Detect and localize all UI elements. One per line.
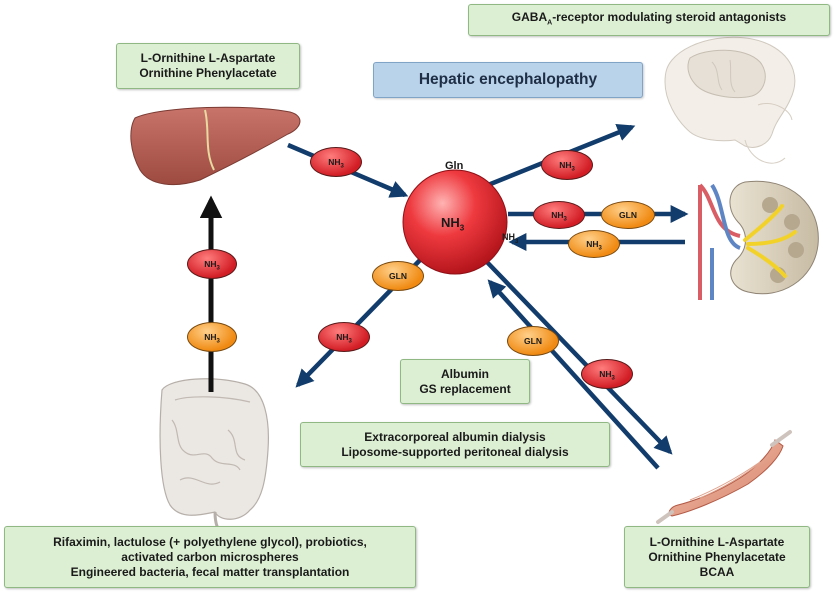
nh3-orange-pill-gut-liver: NH3 — [187, 322, 237, 352]
center-edge-nh3-label: NH3 — [502, 232, 518, 245]
intestine-icon — [159, 378, 269, 539]
nh3-orange-pill-kidney-in: NH3 — [568, 230, 620, 258]
dialysis-box: Extracorporeal albumin dialysis Liposome… — [300, 422, 610, 467]
liver-treatment-line1: L-Ornithine L-Aspartate — [140, 51, 276, 65]
center-nh3-label: NH3 — [441, 215, 464, 233]
nh3-pill-gut-liver: NH3 — [187, 249, 237, 279]
kidney-icon — [698, 180, 819, 300]
gut-treatment-line2: activated carbon microspheres — [121, 549, 299, 564]
nh3-pill-muscle-arrow: NH3 — [581, 359, 633, 389]
muscle-icon — [656, 430, 792, 524]
nh3-pill-gut-arrow: NH3 — [318, 322, 370, 352]
brain-treatment-text: GABAA-receptor modulating steroid antago… — [511, 9, 787, 27]
muscle-treatment-line3: BCAA — [699, 564, 735, 579]
liver-icon — [130, 106, 301, 186]
albumin-box: Albumin GS replacement — [400, 359, 530, 404]
gln-pill-kidney-out: GLN — [601, 201, 655, 229]
nh3-pill-liver-arrow: NH3 — [310, 147, 362, 177]
muscle-treatment-line1: L-Ornithine L-Aspartate — [649, 534, 785, 549]
muscle-treatment-line2: Ornithine Phenylacetate — [648, 549, 786, 564]
center-edge-nh3-text: NH — [502, 232, 515, 242]
nh3-pill-brain-arrow: NH3 — [541, 150, 593, 180]
arrow-muscle-to-center — [487, 279, 660, 470]
gut-treatment-box: Rifaximin, lactulose (+ polyethylene gly… — [4, 526, 416, 588]
muscle-treatment-box: L-Ornithine L-Aspartate Ornithine Phenyl… — [624, 526, 810, 588]
brain-head-icon — [664, 36, 796, 164]
brain-treatment-box: GABAA-receptor modulating steroid antago… — [468, 4, 830, 36]
center-edge-nh3-sub: 3 — [515, 238, 519, 245]
gln-pill-muscle-in: GLN — [507, 326, 559, 356]
central-ammonia-circle — [402, 169, 508, 275]
liver-treatment-box: L-Ornithine L-Aspartate Ornithine Phenyl… — [116, 43, 300, 89]
liver-treatment-line2: Ornithine Phenylacetate — [139, 66, 277, 80]
gut-treatment-line1: Rifaximin, lactulose (+ polyethylene gly… — [53, 534, 367, 549]
dialysis-line1: Extracorporeal albumin dialysis — [364, 429, 546, 444]
center-nh3-sub: 3 — [459, 223, 465, 233]
gut-treatment-line3: Engineered bacteria, fecal matter transp… — [70, 564, 350, 579]
center-nh3-text: NH — [441, 215, 460, 230]
albumin-line2: GS replacement — [419, 381, 511, 396]
albumin-line1: Albumin — [441, 366, 489, 381]
gln-pill-gut-arrow: GLN — [372, 261, 424, 291]
arrow-center-to-muscle — [483, 258, 673, 455]
gln-top-label: Gln — [445, 160, 464, 172]
title-box: Hepatic encephalopathy — [373, 62, 643, 98]
dialysis-line2: Liposome-supported peritoneal dialysis — [341, 444, 569, 459]
nh3-pill-kidney-out: NH3 — [533, 201, 585, 229]
